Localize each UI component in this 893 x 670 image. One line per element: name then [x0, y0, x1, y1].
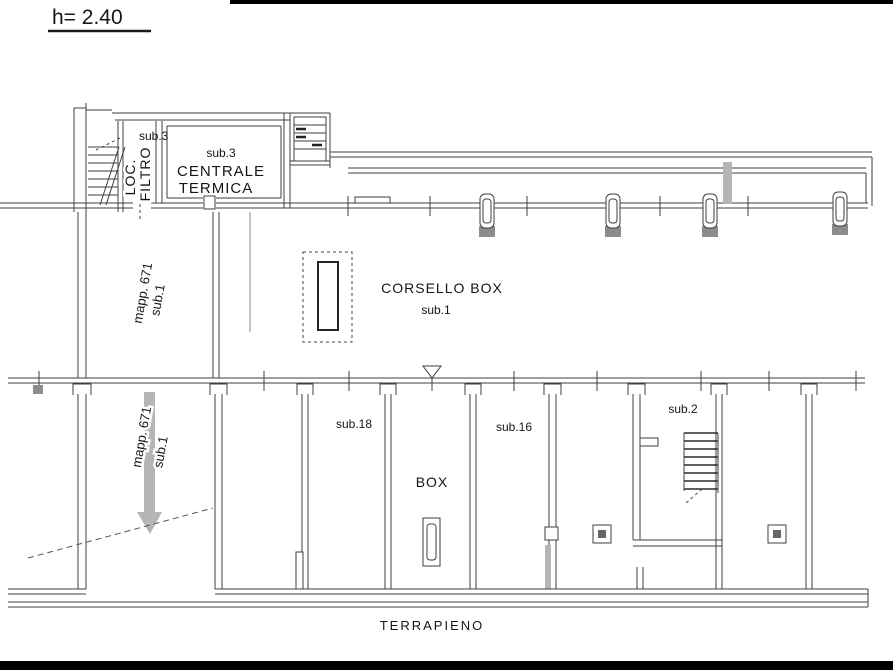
labels: sub.3 LOC. FILTRO sub.3 CENTRALE TERMICA…: [120, 129, 701, 633]
box18-label: sub.18: [336, 417, 372, 431]
bottom-retaining-wall: [8, 588, 869, 608]
top-corridor: [0, 151, 873, 216]
utility-symbol: [767, 524, 787, 544]
corsello-label: CORSELLO BOX: [381, 280, 503, 296]
box-door-symbol: [422, 517, 441, 567]
height-note: h= 2.40: [48, 6, 151, 33]
heating-name-line1: CENTRALE: [177, 163, 265, 180]
ramp-walls: [77, 212, 251, 378]
corsello-shaft: [302, 251, 353, 343]
door-jamb: [639, 437, 659, 447]
door-symbol: [479, 193, 495, 237]
corridor-door-symbols: [479, 191, 848, 237]
door-leaf: [203, 195, 216, 210]
box-label: BOX: [416, 474, 449, 490]
hatched-shaft: [290, 113, 331, 168]
filtro-label: FILTRO: [137, 147, 153, 202]
terrapieno-label: TERRAPIENO: [380, 618, 485, 633]
sub2-label: sub.2: [668, 402, 698, 416]
loc-label: LOC.: [122, 159, 138, 196]
ramp-arrow-icon: [137, 392, 162, 534]
pillar: [723, 162, 732, 204]
door-symbol: [702, 193, 718, 237]
garage-partitions: [77, 394, 813, 590]
box16-label: sub.16: [496, 420, 532, 434]
door-symbol: [832, 191, 848, 235]
height-note-label: h= 2.40: [52, 6, 123, 29]
sub2-stairs: [683, 432, 719, 504]
leader-line: [95, 137, 121, 151]
stair-sub-label: sub.3: [139, 129, 169, 143]
ramp-slope-line: [27, 507, 214, 559]
stairwell: [73, 103, 141, 222]
heating-room: [112, 112, 330, 210]
pilaster: [295, 551, 304, 590]
door-symbol: [605, 193, 621, 237]
corsello-sub-label: sub.1: [421, 303, 451, 317]
middle-wall: [8, 365, 865, 395]
utility-symbol: [592, 524, 612, 544]
level-triangle-icon: [422, 365, 442, 391]
heating-sub-label: sub.3: [206, 146, 236, 160]
heating-name-line2: TERMICA: [179, 180, 254, 197]
